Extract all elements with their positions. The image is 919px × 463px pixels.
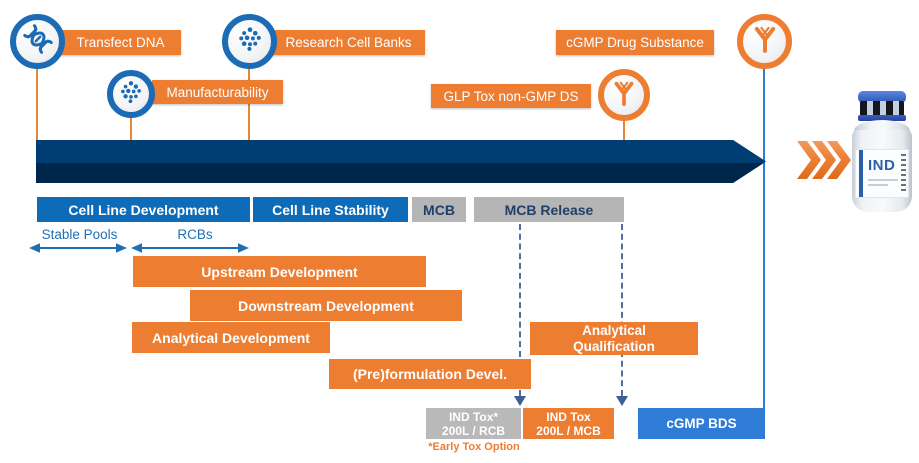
milestone-circle-cgmp-drug-substance xyxy=(737,14,792,69)
deliverable-bar-ind-tox-mcb: IND Tox 200L / MCB xyxy=(523,408,614,439)
deliverable-bar-cgmp-bds: cGMP BDS xyxy=(638,408,765,439)
deliverable-bar-ind-tox-rcb: IND Tox* 200L / RCB xyxy=(426,408,521,439)
activity-bar-upstream-development: Upstream Development xyxy=(133,256,426,287)
deliverable-line: IND Tox* xyxy=(448,409,499,424)
deliverable-line: 200L / RCB xyxy=(441,423,506,438)
deliverable-line: 200L / MCB xyxy=(536,423,601,438)
activity-bar-analytical-qualification: Analytical Qualification xyxy=(530,322,698,355)
milestone-label-glp-tox: GLP Tox non-GMP DS xyxy=(431,84,591,108)
milestone-circle-glp-tox xyxy=(598,69,650,121)
milestone-label-manufacturability: Manufacturability xyxy=(152,80,283,104)
phase-bar-mcb: MCB xyxy=(412,197,466,222)
vial-cap-ring xyxy=(858,115,906,121)
vial-label-fineprint xyxy=(868,179,898,181)
antibody-icon xyxy=(750,24,780,59)
activity-bar-label: Analytical Qualification xyxy=(573,322,655,354)
vial-label-barcode xyxy=(901,154,906,194)
double-arrow-rcbs xyxy=(131,241,249,259)
vial-cap xyxy=(858,91,906,103)
milestone-circle-manufacturability xyxy=(107,70,155,118)
phase-bar-cell-line-development: Cell Line Development xyxy=(37,197,250,222)
vial-label-stripe xyxy=(859,150,863,197)
vial-crimp-seal xyxy=(860,101,904,116)
milestone-label-research-cell-banks: Research Cell Banks xyxy=(272,30,425,55)
dna-icon xyxy=(22,24,53,59)
milestone-label-cgmp-drug-substance: cGMP Drug Substance xyxy=(556,30,714,55)
vial-label-text: IND xyxy=(868,157,896,174)
connector-manufacturability xyxy=(130,116,132,143)
antibody-icon xyxy=(610,79,638,112)
dashed-arrowhead xyxy=(616,396,628,406)
milestone-circle-transfect-dna xyxy=(10,14,65,69)
phase-bar-mcb-release: MCB Release xyxy=(474,197,624,222)
activity-bar-downstream-development: Downstream Development xyxy=(190,290,462,321)
vial-label: IND xyxy=(855,149,909,198)
dashed-arrowhead xyxy=(514,396,526,406)
triple-chevron-right-icon xyxy=(797,139,851,186)
connector-glp-tox xyxy=(623,119,625,143)
deliverable-line: IND Tox xyxy=(546,409,591,424)
vial-shoulder xyxy=(854,120,910,132)
connector-cgmp-drug-substance xyxy=(763,67,765,409)
connector-research-cell-banks xyxy=(248,67,250,143)
cells-icon xyxy=(118,79,144,110)
early-tox-footnote: *Early Tox Option xyxy=(428,441,520,453)
phase-bar-cell-line-stability: Cell Line Stability xyxy=(253,197,408,222)
milestone-circle-research-cell-banks xyxy=(222,14,277,69)
vial-label-fineprint xyxy=(868,184,888,186)
connector-transfect-dna xyxy=(36,67,38,143)
range-label-rcbs: RCBs xyxy=(177,227,213,242)
dashed-line-cgmp xyxy=(621,224,623,396)
dashed-line-ind-tox xyxy=(519,224,521,396)
activity-bar-analytical-development: Analytical Development xyxy=(132,322,330,353)
ind-vial-image: IND xyxy=(848,86,919,218)
activity-bar-preformulation-development: (Pre)formulation Devel. xyxy=(329,359,531,389)
milestone-label-transfect-dna: Transfect DNA xyxy=(60,30,181,55)
double-arrow-stable-pools xyxy=(29,241,127,259)
timeline-arrow xyxy=(36,140,766,183)
cells-icon xyxy=(236,25,264,58)
range-label-stable-pools: Stable Pools xyxy=(41,227,118,242)
